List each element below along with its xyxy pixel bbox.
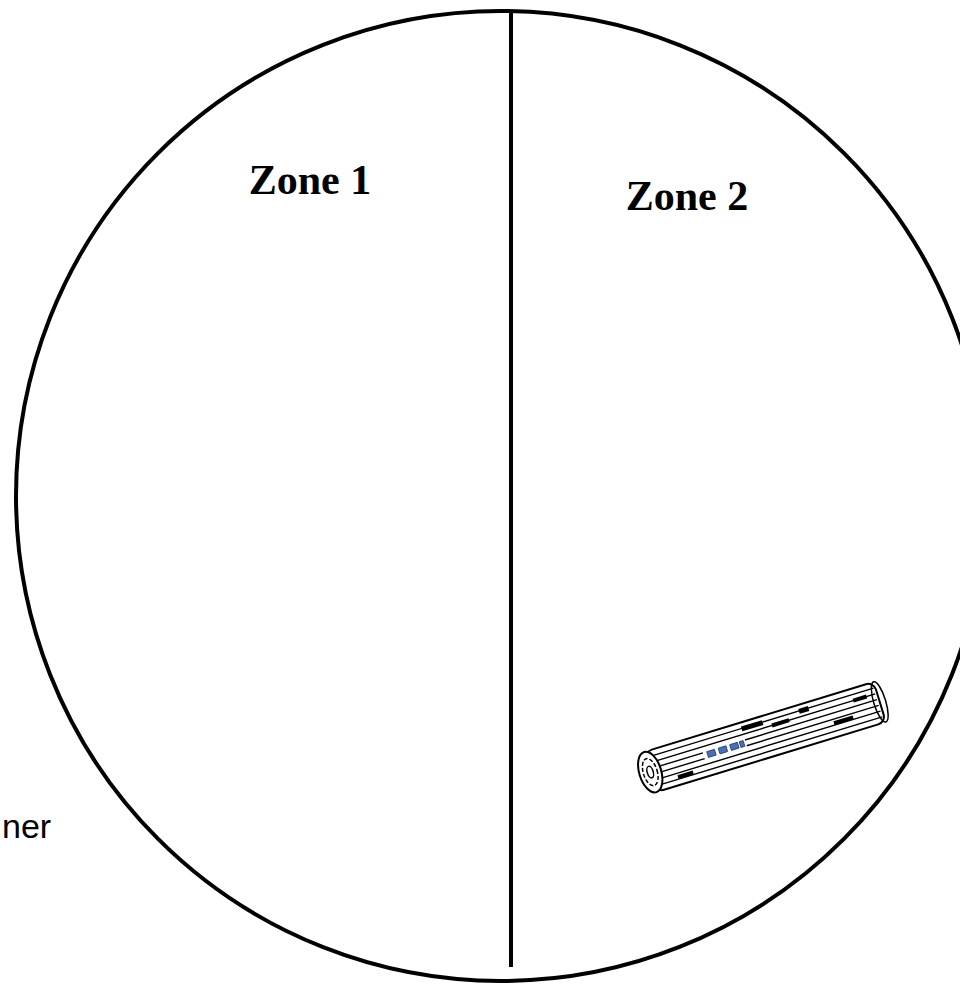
side-label: ner — [2, 807, 51, 846]
cylinder-device — [634, 680, 892, 795]
zone-divider — [509, 12, 513, 967]
zone-label: Zone 2 — [626, 172, 749, 220]
zone-circle — [16, 11, 960, 981]
zone-label: Zone 1 — [249, 156, 372, 204]
